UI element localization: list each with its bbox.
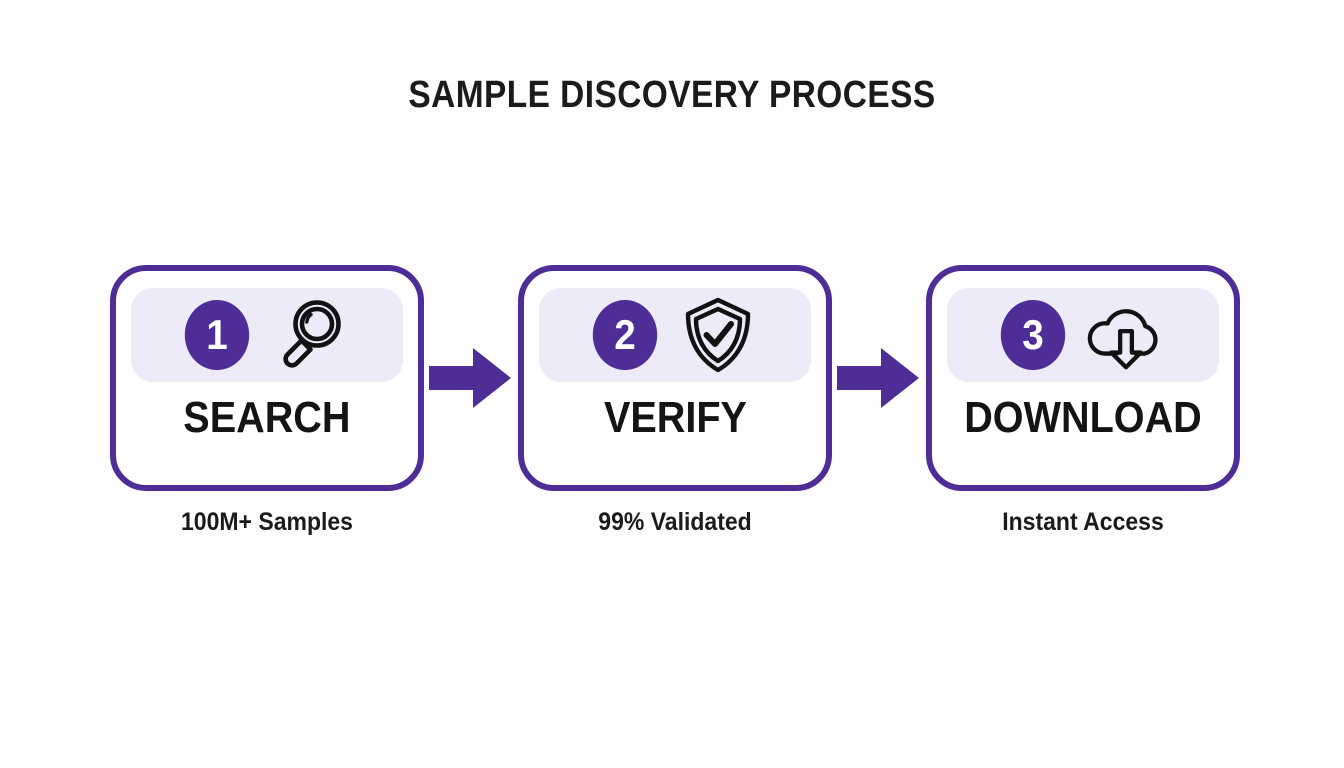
step-card-download[interactable]: 3 DOWNLOAD — [926, 265, 1240, 491]
step-label: VERIFY — [603, 393, 747, 442]
magnifying-glass-icon — [268, 293, 352, 377]
arrow-right-icon — [836, 341, 922, 415]
cloud-download-icon — [1084, 293, 1168, 377]
step-number-badge: 3 — [1000, 300, 1066, 370]
step-label: SEARCH — [183, 393, 351, 442]
step-label: DOWNLOAD — [964, 393, 1202, 442]
step-caption-verify: 99% Validated — [598, 508, 752, 536]
step-icon-pill: 3 — [947, 288, 1219, 382]
shield-check-icon — [676, 293, 760, 377]
step-card-search[interactable]: 1 SEARCH — [110, 265, 424, 491]
step-caption-search: 100M+ Samples — [181, 508, 353, 536]
captions-row: 100M+ Samples 99% Validated Instant Acce… — [110, 508, 1240, 550]
arrow-right-icon — [428, 341, 514, 415]
step-number-badge: 2 — [592, 300, 658, 370]
caption-spacer — [428, 508, 514, 550]
process-flow: 1 SEARCH 2 — [110, 265, 1240, 491]
step-card-verify[interactable]: 2 VERIFY — [518, 265, 832, 491]
step-icon-pill: 1 — [131, 288, 403, 382]
step-caption-download: Instant Access — [1002, 508, 1164, 536]
caption-spacer — [836, 508, 922, 550]
step-number-badge: 1 — [184, 300, 250, 370]
page-title: SAMPLE DISCOVERY PROCESS — [408, 74, 936, 116]
step-icon-pill: 2 — [539, 288, 811, 382]
